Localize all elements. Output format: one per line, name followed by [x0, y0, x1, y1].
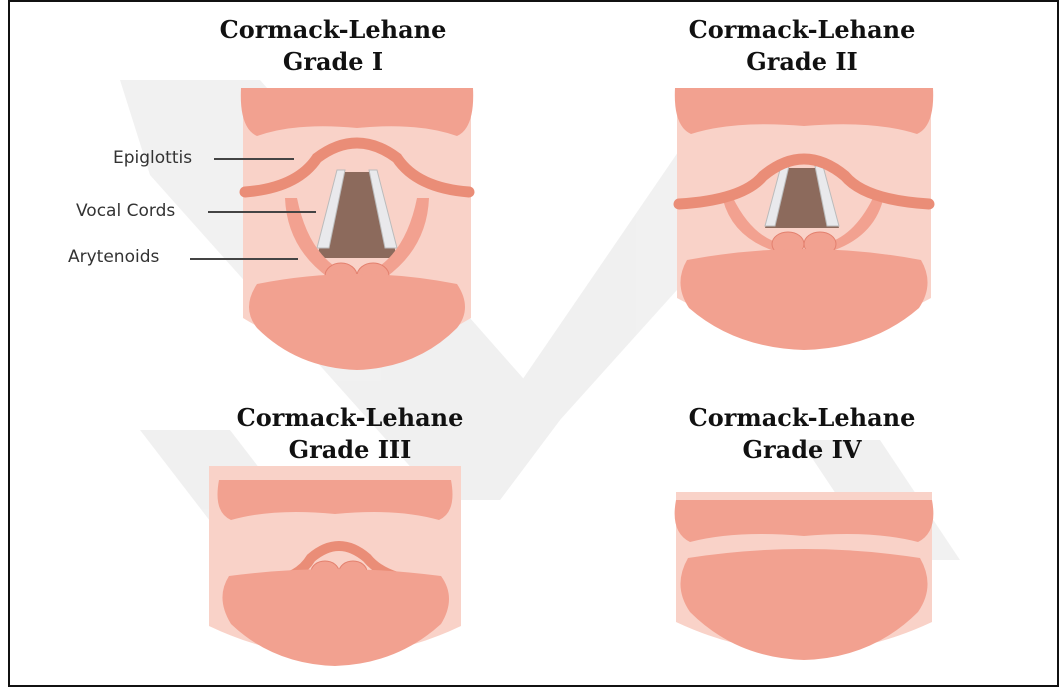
grade-4-illustration	[672, 492, 936, 662]
lower-tissue	[249, 274, 465, 370]
grade-3-title-line2: Grade III	[190, 434, 510, 466]
epiglottis-leader-line	[214, 158, 294, 160]
epiglottis-label: Epiglottis	[113, 148, 192, 168]
grade-1-title: Cormack-Lehane Grade I	[173, 14, 493, 78]
grade-3-illustration	[207, 466, 463, 670]
grade-3-title-line1: Cormack-Lehane	[190, 402, 510, 434]
upper-tissue	[218, 480, 453, 520]
arytenoids-leader-line	[190, 258, 298, 260]
lower-tissue	[222, 569, 449, 666]
arytenoids-label: Arytenoids	[68, 247, 159, 267]
grade-2-illustration	[673, 88, 935, 350]
upper-tissue	[675, 500, 934, 542]
grade-2-title: Cormack-Lehane Grade II	[642, 14, 962, 78]
grade-4-title-line2: Grade IV	[642, 434, 962, 466]
lower-tissue	[680, 249, 927, 350]
vocal-cords-leader-line	[208, 211, 316, 213]
vocal-cords-label: Vocal Cords	[76, 201, 175, 221]
grade-3-title: Cormack-Lehane Grade III	[190, 402, 510, 466]
grade-1-illustration	[237, 88, 477, 370]
grade-2-title-line2: Grade II	[642, 46, 962, 78]
grade-1-title-line2: Grade I	[173, 46, 493, 78]
lower-tissue	[680, 549, 927, 660]
grade-1-title-line1: Cormack-Lehane	[173, 14, 493, 46]
grade-4-title: Cormack-Lehane Grade IV	[642, 402, 962, 466]
grade-2-title-line1: Cormack-Lehane	[642, 14, 962, 46]
grade-4-title-line1: Cormack-Lehane	[642, 402, 962, 434]
